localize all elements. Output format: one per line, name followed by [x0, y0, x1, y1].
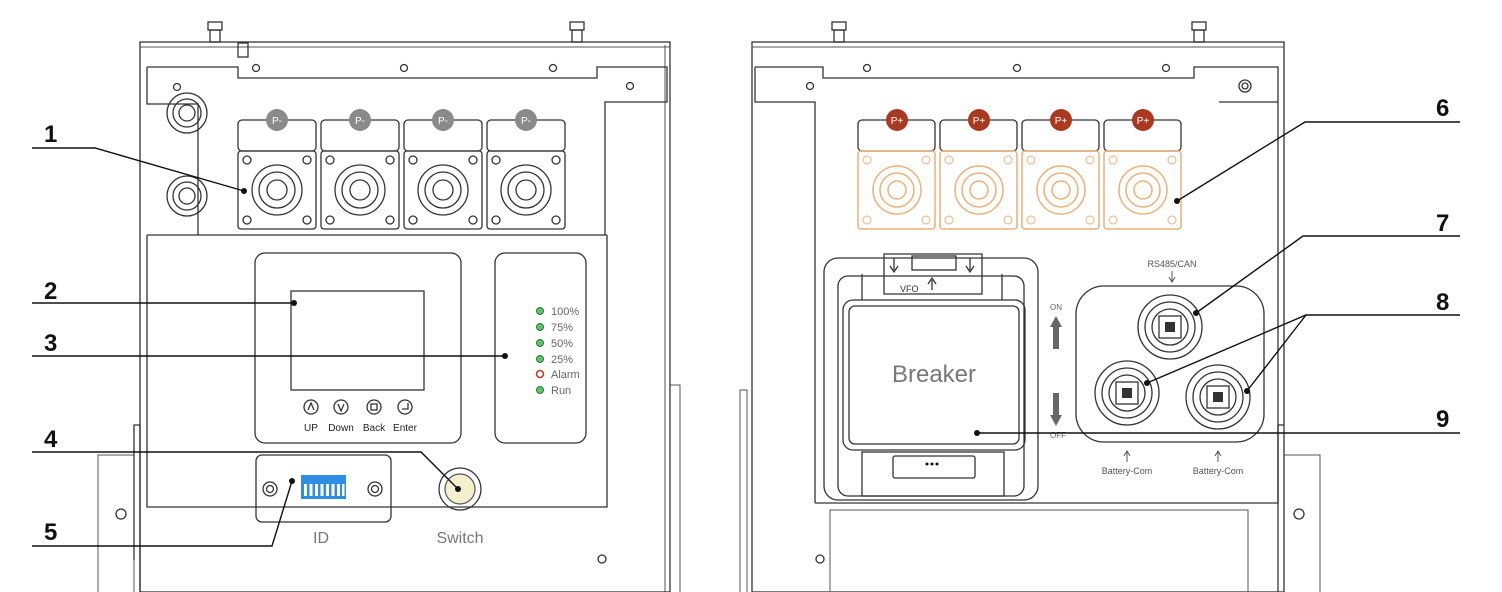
callout-8: 8 [1144, 289, 1460, 394]
led-indicator-panel: 100% 75% 50% 25% Alarm Run [494, 252, 587, 444]
p-minus-badge-icon [515, 109, 537, 131]
terminal-label: P- [355, 116, 365, 127]
negative-terminal: P- [320, 109, 400, 230]
p-plus-badge-icon [886, 109, 908, 131]
top-screw [831, 21, 847, 43]
back-unit: P+ P+ P+ [739, 21, 1321, 592]
callout-1: 1 [32, 121, 247, 194]
on-label: ON [1050, 303, 1062, 312]
callout-3: 3 [32, 330, 508, 359]
rs485-can-port[interactable] [1137, 294, 1203, 360]
on-off-indicator: ON OFF [1050, 303, 1066, 440]
terminal-label: P+ [891, 116, 904, 127]
button-label: Enter [393, 423, 418, 434]
battery-com-port[interactable] [1094, 360, 1160, 426]
id-dip-switch[interactable]: ID [255, 454, 392, 547]
p-minus-badge-icon [349, 109, 371, 131]
button-label: UP [304, 423, 318, 434]
breaker-latch-mark: VFO [900, 284, 919, 294]
callout-number: 9 [1436, 406, 1449, 433]
terminal-label: P+ [1055, 116, 1068, 127]
up-arrow-icon [1050, 316, 1062, 349]
breaker-label: Breaker [892, 361, 976, 388]
battery-com-label: Battery-Com [1193, 466, 1244, 476]
p-plus-badge-icon [1050, 109, 1072, 131]
led-50: 50% [536, 338, 573, 350]
terminal-label: P+ [973, 116, 986, 127]
negative-terminal: P- [237, 109, 317, 230]
button-label: Back [363, 423, 386, 434]
positive-terminal: P+ [1103, 109, 1182, 230]
p-minus-badge-icon [432, 109, 454, 131]
callout-4: 4 [32, 426, 461, 492]
callout-number: 2 [44, 278, 57, 305]
terminal-label: P- [438, 116, 448, 127]
led-100: 100% [536, 306, 579, 318]
display-module: UP Down Back Enter [254, 252, 462, 444]
top-screw [1191, 21, 1207, 43]
led-label: 25% [551, 354, 573, 366]
enter-button[interactable]: Enter [393, 399, 418, 434]
rs485-can-label: RS485/CAN [1147, 259, 1196, 269]
battery-com-port[interactable] [1185, 364, 1251, 430]
switch-label: Switch [436, 530, 483, 547]
led-label: 75% [551, 322, 573, 334]
terminal-label: P+ [1137, 116, 1150, 127]
callout-5: 5 [32, 478, 295, 547]
p-plus-badge-icon [1132, 109, 1154, 131]
terminal-label: P- [521, 116, 531, 127]
callout-number: 5 [44, 519, 57, 546]
off-label: OFF [1050, 431, 1066, 440]
back-button[interactable]: Back [363, 399, 386, 434]
terminal-label: P- [272, 116, 282, 127]
callout-number: 6 [1436, 95, 1449, 122]
battery-com-label: Battery-Com [1102, 466, 1153, 476]
negative-terminal-group: P- P- P- [237, 109, 566, 230]
up-button[interactable]: UP [303, 399, 319, 434]
callout-number: 8 [1436, 289, 1449, 316]
negative-terminal: P- [486, 109, 566, 230]
cable-gland [166, 175, 208, 217]
positive-terminal: P+ [857, 109, 936, 230]
button-label: Down [328, 423, 354, 434]
led-label: Alarm [551, 369, 580, 381]
led-75: 75% [536, 322, 573, 334]
callout-number: 4 [44, 426, 58, 453]
callout-6: 6 [1174, 95, 1460, 204]
p-minus-badge-icon [266, 109, 288, 131]
callout-number: 7 [1436, 210, 1449, 237]
callouts: 1 2 3 4 5 6 7 8 [32, 95, 1460, 547]
down-button[interactable]: Down [328, 399, 354, 434]
callout-number: 3 [44, 330, 57, 357]
communication-port-panel: RS485/CAN [1075, 259, 1265, 476]
led-alarm: Alarm [535, 369, 580, 381]
callout-9: 9 [974, 406, 1460, 436]
breaker[interactable]: VFO Breaker [823, 253, 1039, 501]
led-label: 50% [551, 338, 573, 350]
led-label: Run [551, 385, 571, 397]
top-screw [569, 21, 585, 43]
front-unit: P- P- P- [97, 21, 681, 592]
cable-gland [166, 92, 208, 134]
p-plus-badge-icon [968, 109, 990, 131]
id-label: ID [313, 530, 329, 547]
callout-2: 2 [32, 278, 297, 306]
negative-terminal: P- [403, 109, 483, 230]
led-label: 100% [551, 306, 579, 318]
positive-terminal: P+ [939, 109, 1018, 230]
down-arrow-icon [1050, 393, 1062, 426]
lcd-screen [290, 290, 425, 391]
led-25: 25% [536, 354, 573, 366]
top-screw [207, 21, 223, 43]
callout-7: 7 [1193, 210, 1460, 316]
led-run: Run [536, 385, 571, 397]
positive-terminal-group: P+ P+ P+ [857, 109, 1182, 230]
positive-terminal: P+ [1021, 109, 1100, 230]
callout-number: 1 [44, 121, 57, 148]
